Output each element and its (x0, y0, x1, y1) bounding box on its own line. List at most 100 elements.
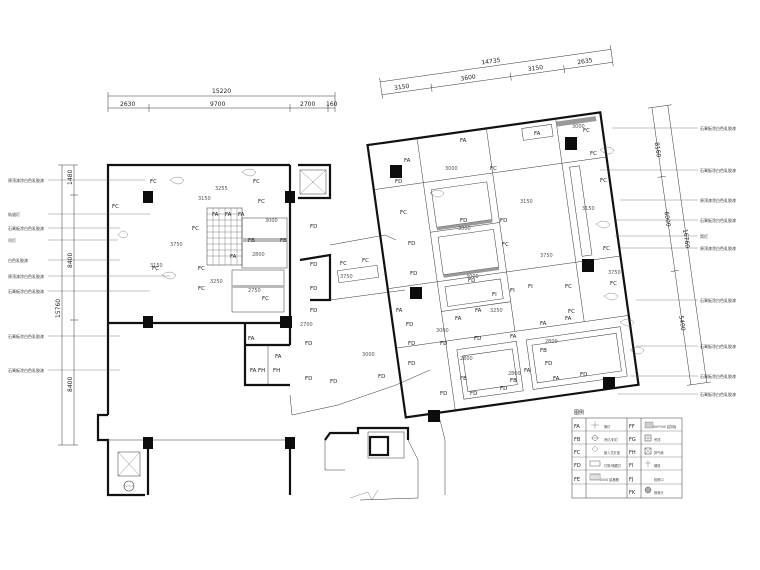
top-dim-overall: 15220 (212, 88, 231, 95)
code-fd: FD (468, 278, 475, 284)
legend-code: FC (574, 450, 581, 456)
top-dim-seg: 160 (326, 101, 338, 108)
right-dim-seg: 3600 (460, 74, 476, 83)
elevation-label: 2800 (460, 356, 473, 362)
code-fc: FC (400, 210, 407, 216)
code-fc: FC (152, 266, 159, 272)
right-wing (366, 111, 640, 419)
legend-desc: 吊灯/射灯 (604, 437, 619, 442)
legend-code: FI (629, 463, 633, 469)
elevation-label: 3250 (490, 308, 503, 314)
note-text: 轨道灯 (8, 211, 20, 217)
code-fh: FH (258, 368, 265, 374)
code-fd: FD (305, 341, 312, 347)
code-fd: FD (310, 308, 317, 314)
column (390, 165, 402, 178)
elevation-label: 3150 (520, 199, 533, 205)
column (582, 259, 594, 272)
note-text: 石膏板涂白色乳胶漆 (700, 217, 736, 223)
legend: 图例 FA 筒灯 FF 300*300 铝扣板 FB 吊灯/射灯 FG 吊顶 F… (571, 409, 683, 499)
code-fc: FC (192, 226, 199, 232)
code-fa: FA (212, 212, 219, 218)
code-fd: FD (408, 361, 415, 367)
tile-grid-area (206, 207, 288, 313)
left-wing-walls (96, 163, 431, 497)
code-fd: FD (500, 218, 507, 224)
left-dim: 8400 (67, 253, 74, 268)
elevation-label: 3250 (210, 279, 223, 285)
note-text: 石膏板涂白色乳胶漆 (700, 297, 736, 303)
code-fa: FA (404, 158, 411, 164)
note-text: 石膏板涂白色乳胶漆 (700, 343, 736, 349)
elevation-label: 2800 (545, 339, 558, 345)
elevation-label: 2800 (508, 371, 521, 377)
code-fc: FC (590, 151, 597, 157)
code-fd: FD (440, 341, 447, 347)
code-fd: FD (408, 341, 415, 347)
column (280, 316, 292, 328)
code-fa: FA (510, 334, 517, 340)
column (143, 191, 153, 203)
elevation-label: 3255 (215, 186, 228, 192)
note-text: 原顶漆涂白色乳胶漆 (8, 177, 44, 183)
note-text: 原顶漆涂白色乳胶漆 (700, 197, 736, 203)
code-fi: FI (510, 288, 515, 294)
note-text: 吊灯 (8, 237, 16, 243)
legend-code: FD (574, 463, 581, 469)
code-fa: FA (225, 212, 232, 218)
code-fc: FC (258, 199, 265, 205)
legend-desc: 吊顶 (654, 438, 661, 442)
note-text: 石膏板涂白色乳胶漆 (700, 373, 736, 379)
code-fc: FC (198, 266, 205, 272)
code-fc: FC (112, 204, 119, 210)
code-fa: FA (238, 212, 245, 218)
elevation-label: 3150 (150, 263, 163, 269)
decorative-fixtures (117, 146, 645, 355)
code-fi: FI (492, 292, 497, 298)
rotated-dimension-group: 14735 3150 3600 3150 2635 (379, 45, 614, 99)
right-dim: 8160 (653, 142, 662, 158)
code-fa: FA (230, 254, 237, 260)
code-fc: FC (150, 179, 157, 185)
column (428, 410, 440, 422)
code-fb: FB (280, 238, 287, 244)
legend-code: FJ (629, 477, 633, 483)
right-dimension-group: 8160 6000 16760 5400 (647, 104, 711, 386)
column (143, 316, 153, 328)
code-fb: FB (248, 238, 255, 244)
elevation-label: 3750 (608, 270, 621, 276)
legend-desc: 300*300 铝扣板 (652, 424, 677, 429)
code-fd: FD (310, 224, 317, 230)
note-text: 石膏板涂白色乳胶漆 (8, 288, 44, 294)
code-fa: FA (396, 308, 403, 314)
note-text: 白色乳胶漆 (8, 257, 28, 263)
note-text: 石膏板涂白色乳胶漆 (700, 167, 736, 173)
code-fa: FA (275, 354, 282, 360)
elevation-label: 2700 (300, 322, 313, 328)
code-fd: FD (545, 361, 552, 367)
code-fd: FD (474, 336, 481, 342)
right-dim-overall: 14735 (481, 57, 501, 67)
note-text: 石膏板涂白色乳胶漆 (8, 333, 44, 339)
left-dim: 15760 (55, 299, 62, 318)
elevation-label: 3750 (170, 242, 183, 248)
left-dimension-group: 1480 8400 15760 8400 (55, 164, 78, 446)
note-text: 原顶漆涂白色乳胶漆 (8, 273, 44, 279)
code-fh: FH (273, 368, 280, 374)
legend-code: FK (629, 490, 636, 496)
top-dim-seg: 2700 (300, 101, 315, 108)
elevation-label: 3000 (436, 328, 449, 334)
legend-code: FA (574, 424, 580, 430)
code-fd: FD (305, 376, 312, 382)
legend-desc: 排气扇 (654, 450, 664, 455)
legend-code: FF (629, 424, 635, 430)
code-fa: FA (475, 308, 482, 314)
code-fd: FD (406, 322, 413, 328)
code-fd: FD (310, 262, 317, 268)
legend-code: FH (629, 450, 636, 456)
elevation-label: 3000 (445, 166, 458, 172)
right-dim-seg: 2635 (577, 57, 593, 66)
elevation-label: 3000 (265, 218, 278, 224)
left-notes: 原顶漆涂白色乳胶漆 轨道灯 石膏板涂白色乳胶漆 吊灯 白色乳胶漆 原顶漆涂白色乳… (8, 177, 170, 373)
code-fd: FD (330, 379, 337, 385)
